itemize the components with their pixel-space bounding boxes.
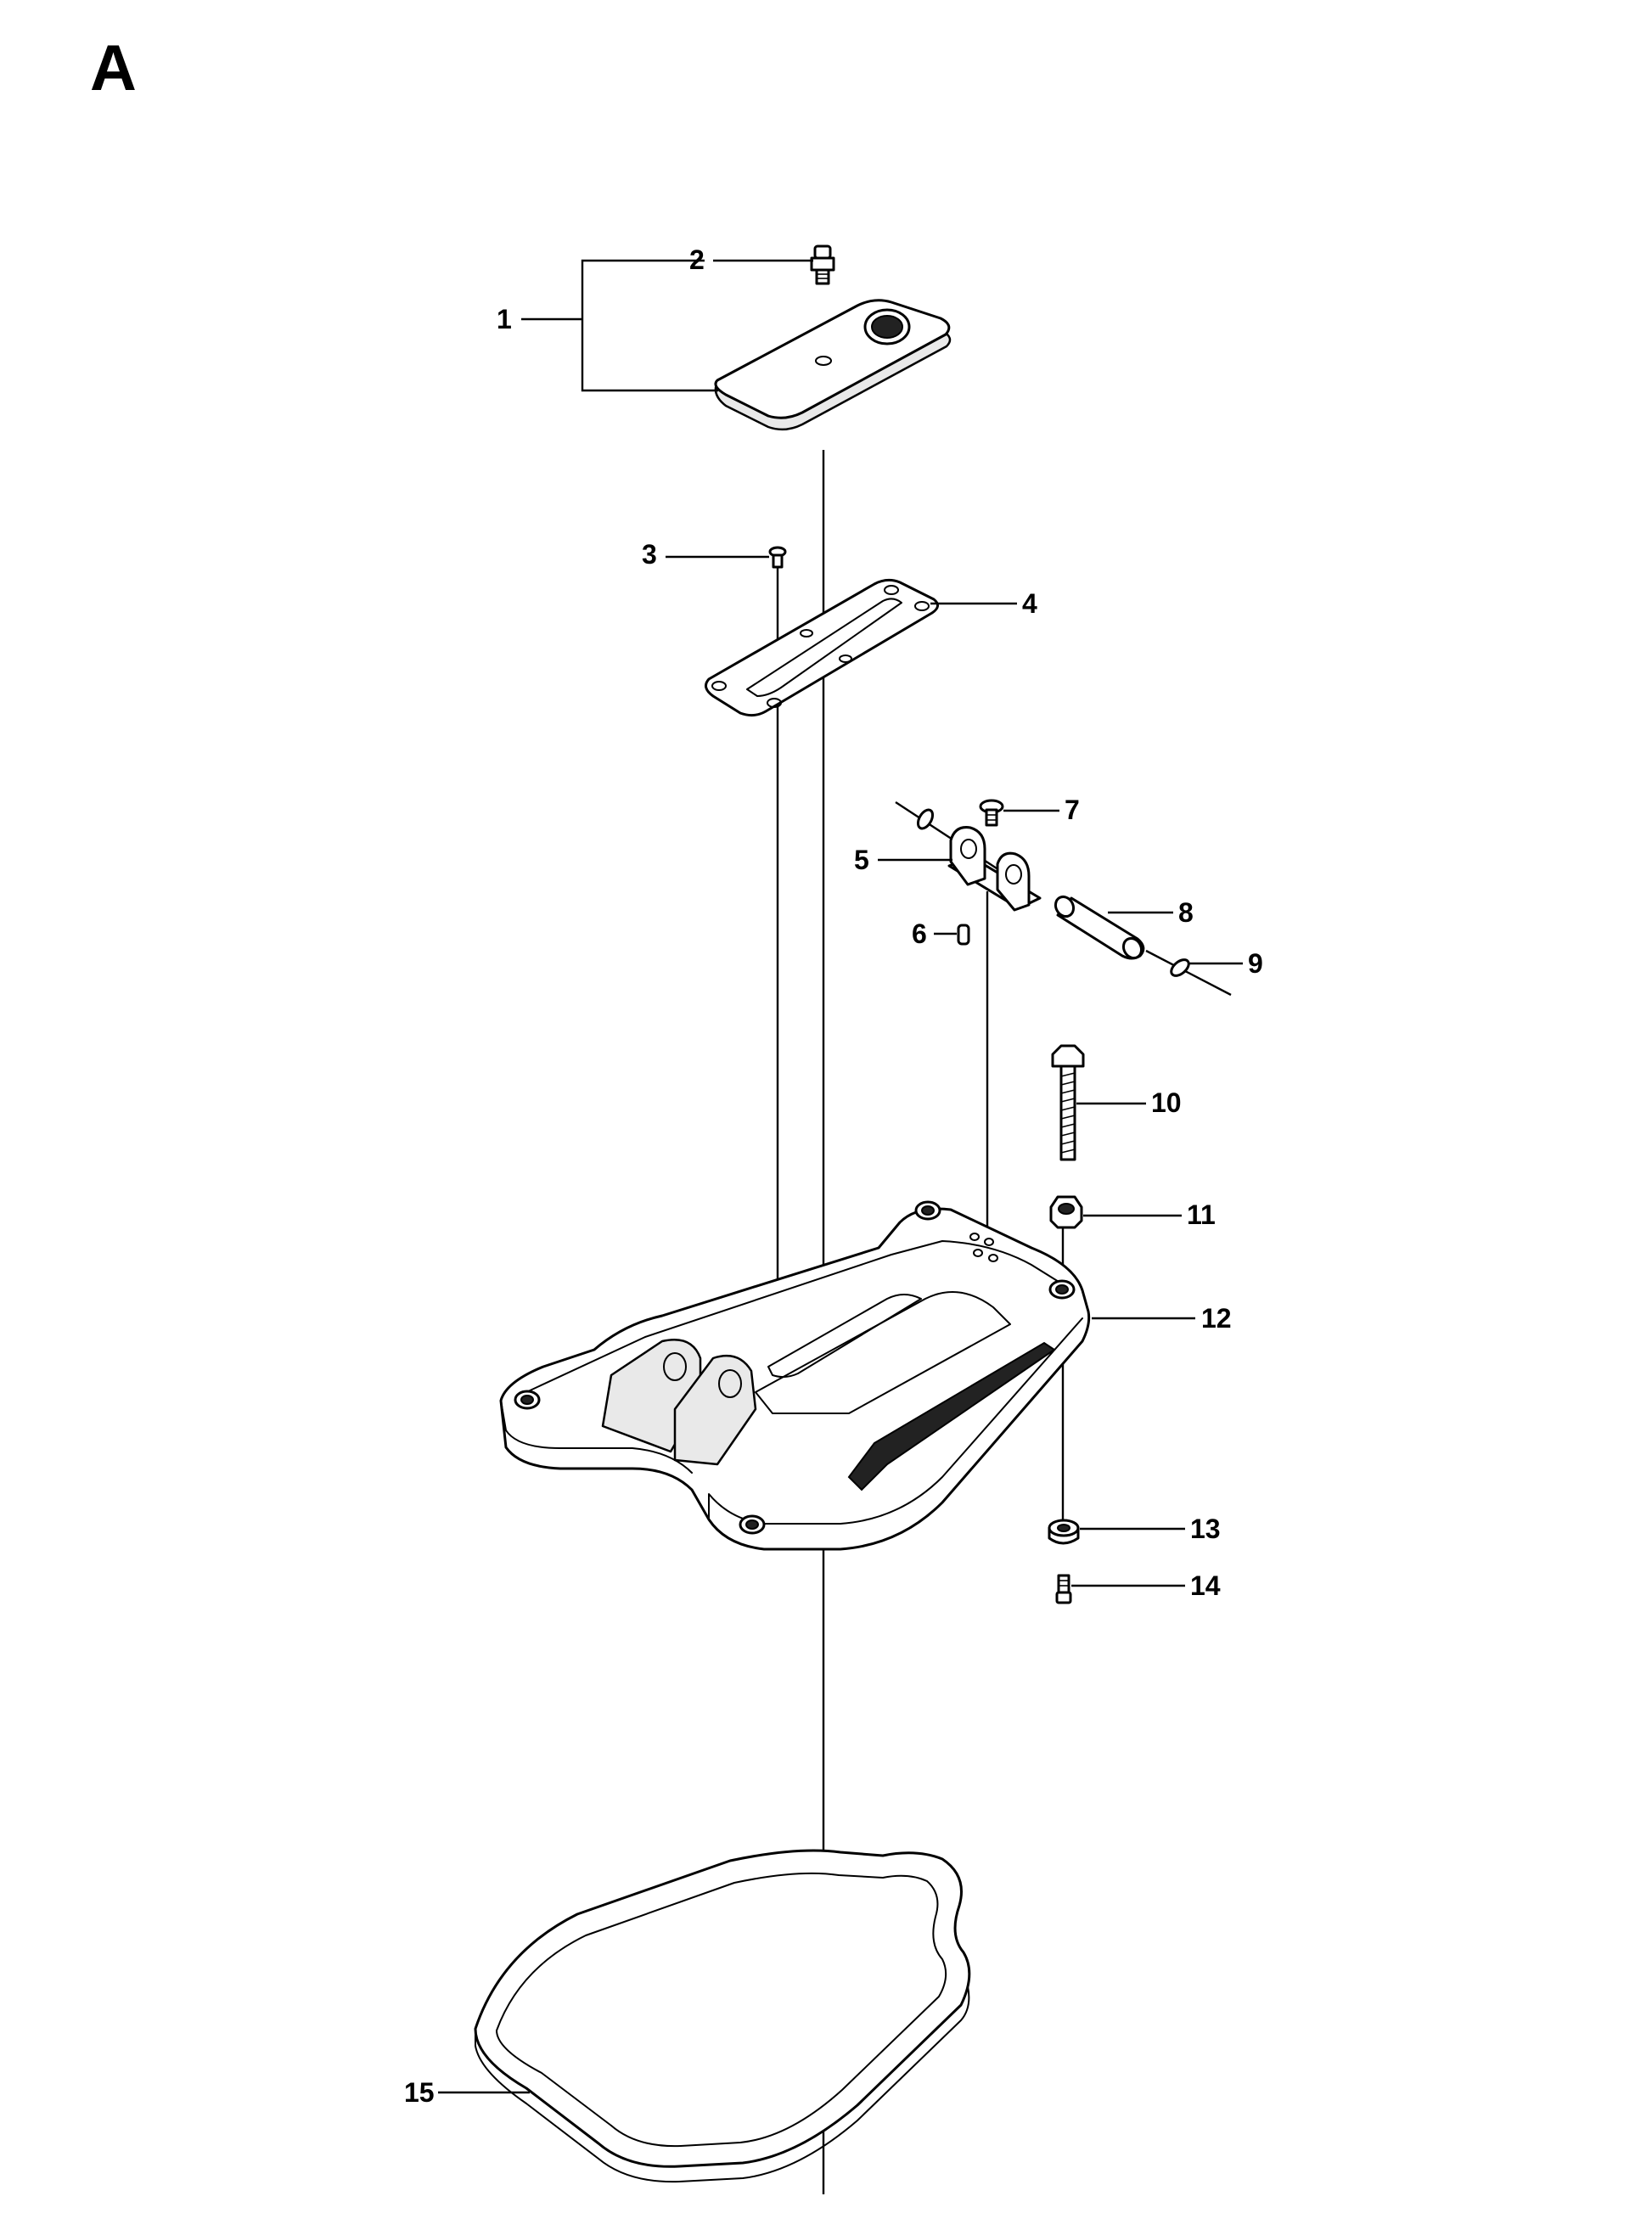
callout-label-2: 2 <box>689 244 705 275</box>
part-4-slotted-plate <box>704 578 939 717</box>
callout-label-6: 6 <box>912 918 927 949</box>
part-7-screw <box>979 799 1004 827</box>
callout-label-7: 7 <box>1065 795 1080 825</box>
callout-label-8: 8 <box>1178 897 1194 928</box>
callout-12: 12 <box>1092 1303 1232 1334</box>
callout-15: 15 <box>404 2077 530 2108</box>
callout-13: 13 <box>1080 1514 1221 1544</box>
callout-11: 11 <box>1083 1199 1216 1230</box>
callout-label-9: 9 <box>1248 948 1263 979</box>
callout-8: 8 <box>1108 897 1194 928</box>
part-9-o-ring-right <box>1170 958 1190 977</box>
callout-label-4: 4 <box>1022 588 1037 619</box>
callout-7: 7 <box>1003 795 1080 825</box>
callout-4: 4 <box>930 588 1037 619</box>
callout-6: 6 <box>912 918 957 949</box>
part-10-bolt <box>1051 1044 1085 1161</box>
callout-3: 3 <box>642 539 769 570</box>
section-letter: A <box>90 32 137 104</box>
part-11-nut <box>1049 1195 1083 1229</box>
callout-2: 2 <box>689 244 813 275</box>
callout-label-10: 10 <box>1151 1087 1182 1118</box>
part-8-shaft <box>1054 895 1145 960</box>
callout-label-1: 1 <box>497 304 512 334</box>
callout-5: 5 <box>854 845 952 875</box>
part-14-screw <box>1055 1574 1072 1604</box>
callout-label-14: 14 <box>1190 1570 1221 1601</box>
callout-label-3: 3 <box>642 539 657 570</box>
part-2-grease-nipple <box>810 244 835 285</box>
callout-label-12: 12 <box>1201 1303 1232 1334</box>
logo-emblem <box>863 308 911 345</box>
part-9-o-ring-left <box>916 808 935 830</box>
callout-14: 14 <box>1071 1570 1221 1601</box>
callout-label-5: 5 <box>854 845 869 875</box>
callout-label-11: 11 <box>1187 1199 1216 1230</box>
bolt-thread <box>1060 1072 1076 1154</box>
part-5-hinge-bracket <box>947 826 1042 912</box>
callout-10: 10 <box>1076 1087 1182 1118</box>
part-3-screw <box>768 546 787 569</box>
part-6-pin <box>957 924 970 946</box>
callout-label-13: 13 <box>1190 1514 1221 1544</box>
part-13-washer <box>1048 1519 1080 1545</box>
callout-9: 9 <box>1188 948 1263 979</box>
part-1-top-pad <box>714 299 952 431</box>
part-12-base-frame <box>499 1200 1091 1551</box>
part-15-gasket <box>474 1849 971 2183</box>
callout-label-15: 15 <box>404 2077 435 2108</box>
frame-mount-holes <box>514 1200 1076 1535</box>
callout-1: 1 <box>497 259 718 392</box>
